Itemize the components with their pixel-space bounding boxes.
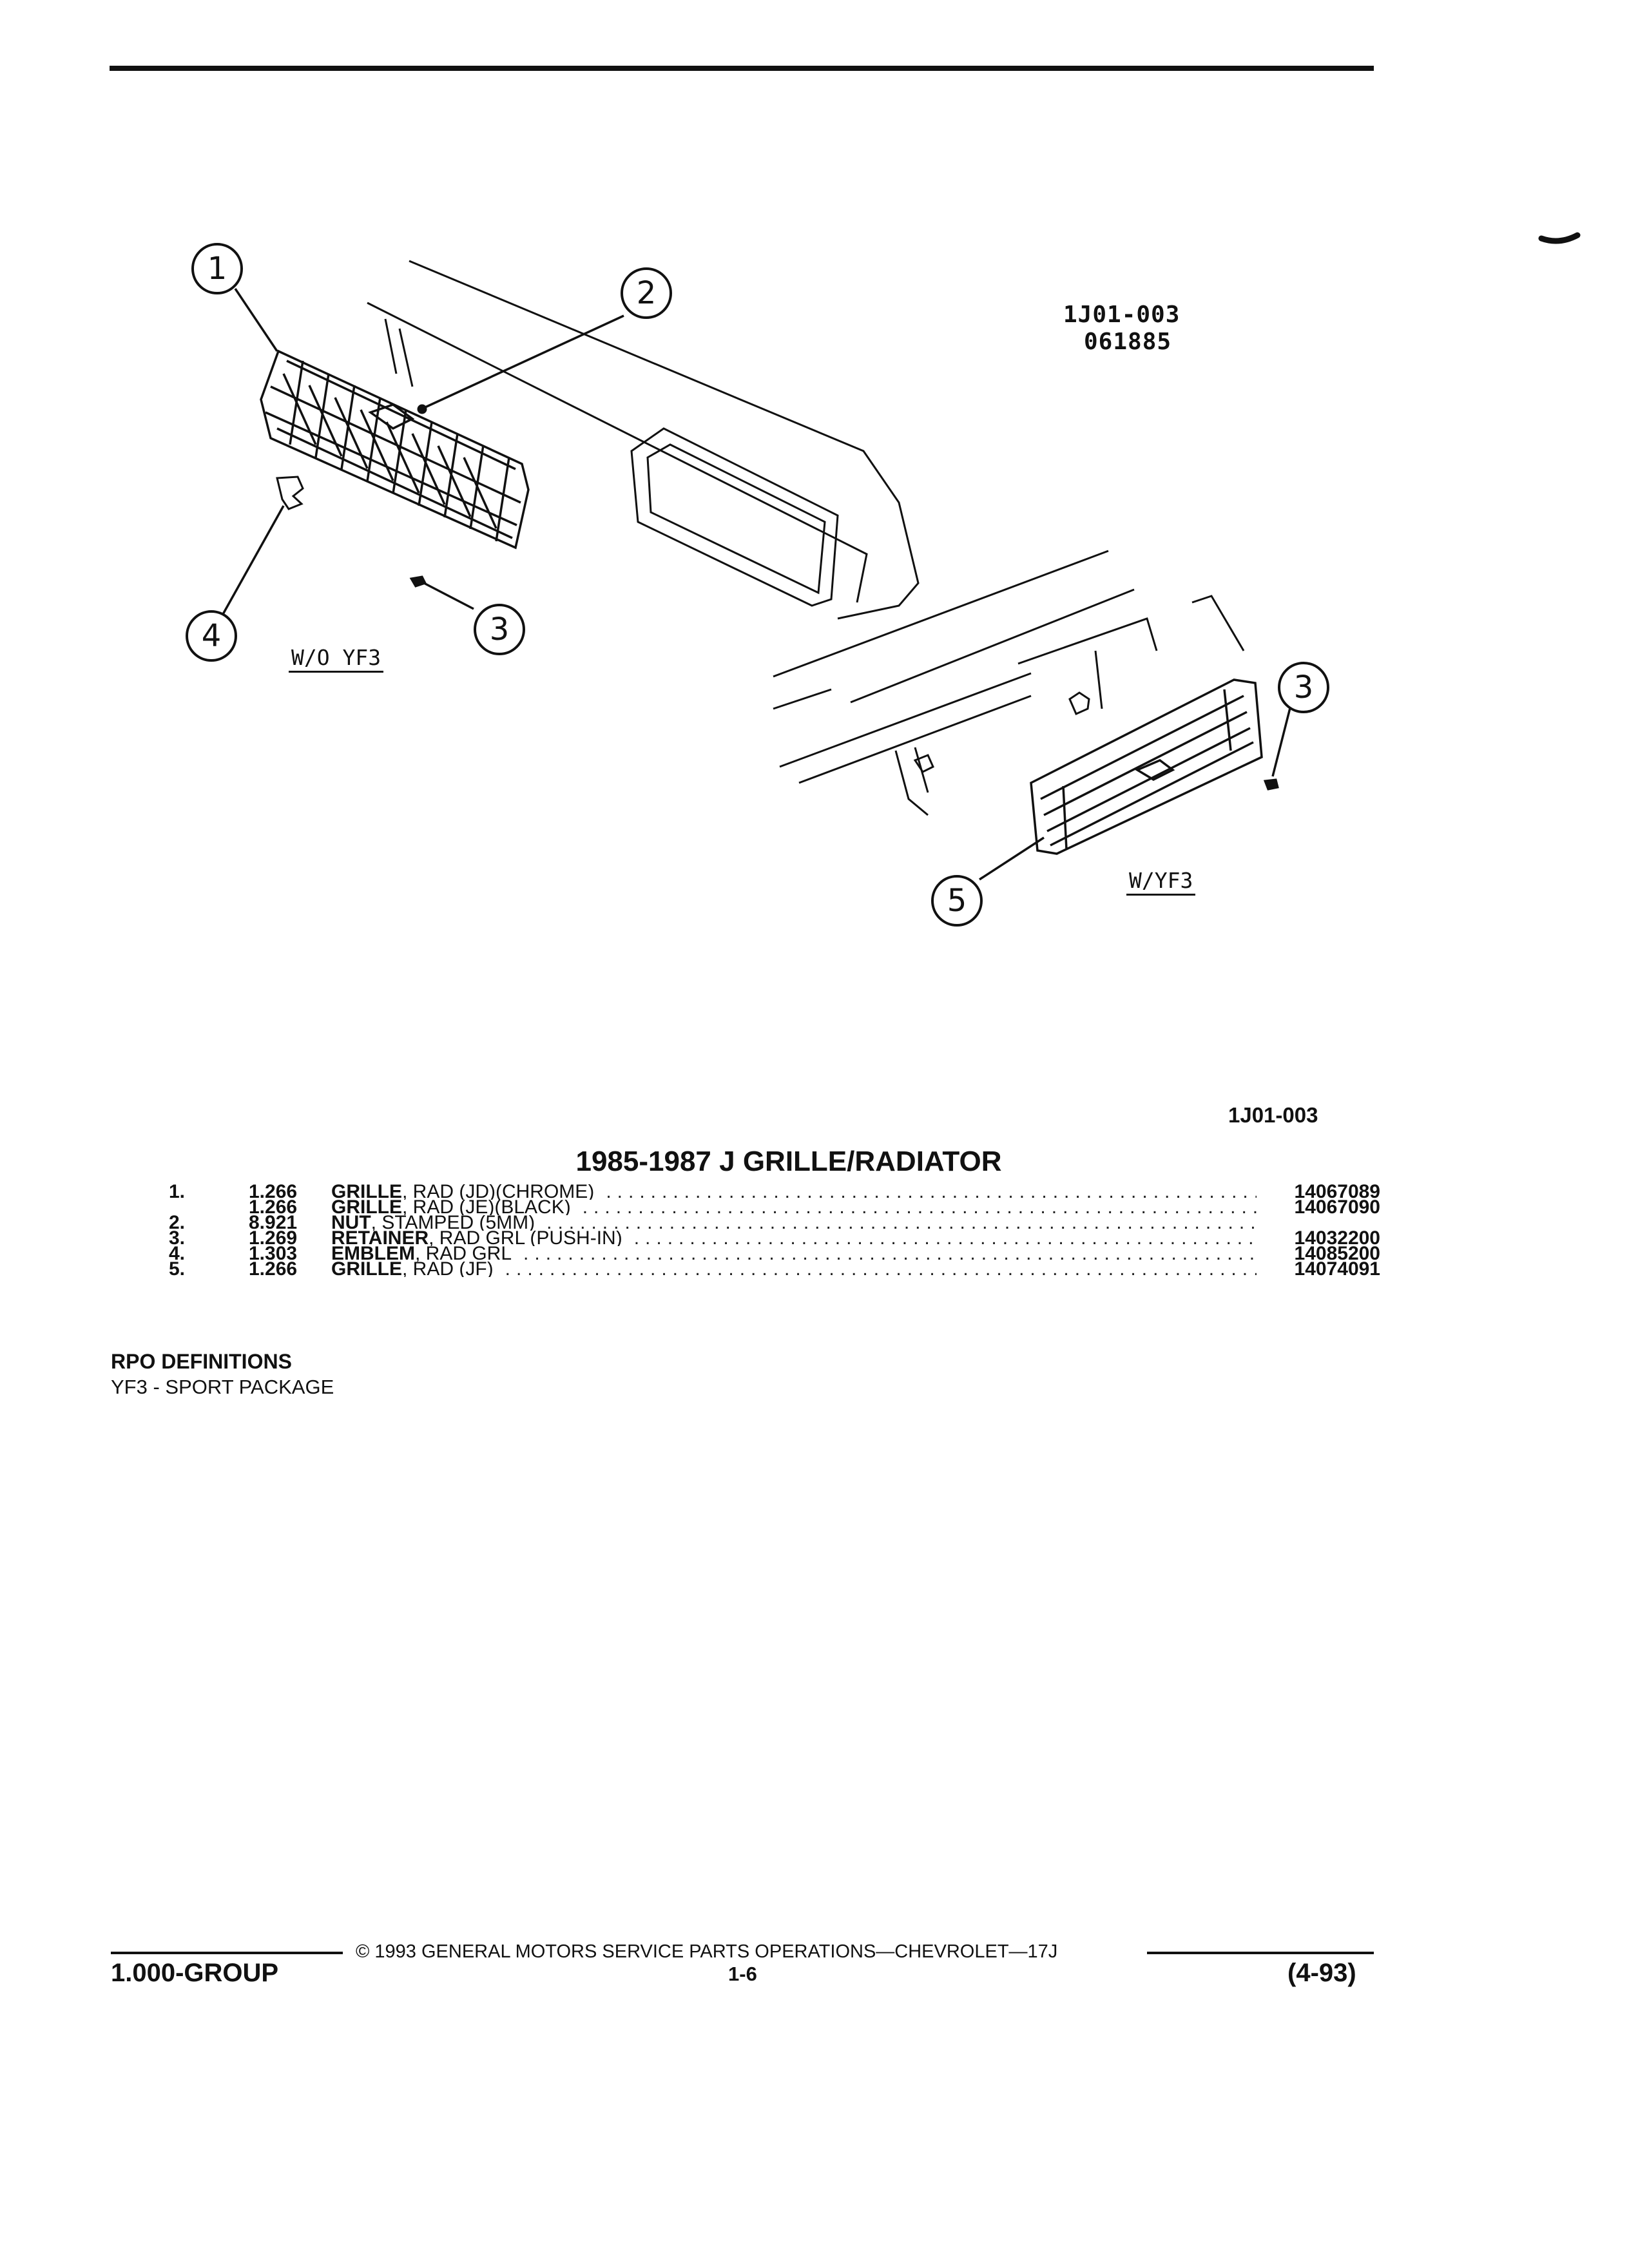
dot-leader: ........................................… xyxy=(582,1200,1257,1215)
grille-sport-louvered xyxy=(1030,678,1263,855)
group-number: 1.269 xyxy=(249,1227,298,1249)
car-body-outline xyxy=(367,260,1245,816)
dot-leader: ........................................… xyxy=(546,1215,1257,1231)
nut-part-icon xyxy=(417,404,427,414)
copyright-notice: © 1993 GENERAL MOTORS SERVICE PARTS OPER… xyxy=(356,1941,1058,1962)
dot-leader: ........................................… xyxy=(633,1231,1257,1246)
svg-text:2: 2 xyxy=(637,275,657,311)
leader-lines xyxy=(221,288,1292,881)
parts-list: 1. 1.266 GRILLE, RAD (JD)(CHROME).......… xyxy=(169,1181,1380,1280)
svg-text:5: 5 xyxy=(947,883,967,919)
emblem-part-icon xyxy=(276,476,304,510)
group-number: 1.266 xyxy=(249,1258,298,1280)
header-rule xyxy=(110,66,1374,71)
footer-rule-right xyxy=(1147,1952,1374,1954)
part-name: RETAINER xyxy=(331,1231,429,1246)
retainer-part-icon-2 xyxy=(1263,778,1279,791)
part-detail: , RAD (JD)(CHROME) xyxy=(402,1184,595,1200)
grille-exploded-diagram: 1 2 3 4 3 5 xyxy=(186,232,1581,927)
part-detail: , RAD (JE)(BLACK) xyxy=(402,1200,571,1215)
dot-leader: ........................................… xyxy=(606,1184,1257,1200)
scan-mark xyxy=(1538,232,1581,244)
part-description: NUT, STAMPED (5MM)......................… xyxy=(331,1215,1266,1231)
illustration-code: 1J01-003 xyxy=(1228,1103,1318,1127)
svg-text:3: 3 xyxy=(490,611,510,648)
part-number: 14032200 xyxy=(1294,1227,1380,1249)
part-number: 14067089 xyxy=(1294,1181,1380,1202)
svg-text:4: 4 xyxy=(202,618,222,654)
illustration-ref-code: 1J01-003 xyxy=(1063,302,1181,328)
item-number: 5. xyxy=(169,1258,186,1280)
part-name: GRILLE xyxy=(331,1262,402,1277)
item-number: 3. xyxy=(169,1227,186,1249)
grille-chrome-crosshatch xyxy=(260,349,530,550)
part-number: 14085200 xyxy=(1294,1243,1380,1264)
part-description: GRILLE, RAD (JE)(BLACK).................… xyxy=(331,1200,1266,1215)
part-detail: , RAD (JF) xyxy=(402,1262,494,1277)
part-detail: , STAMPED (5MM) xyxy=(371,1215,535,1231)
illustration-ref-date: 061885 xyxy=(1084,329,1172,355)
group-number: 1.266 xyxy=(249,1196,298,1218)
group-number: 8.921 xyxy=(249,1212,298,1233)
parts-row: 5. 1.266 GRILLE, RAD (JF)...............… xyxy=(169,1258,1380,1280)
small-parts xyxy=(276,404,1279,791)
callout-4: 4 xyxy=(186,610,237,662)
part-name: NUT xyxy=(331,1215,371,1231)
part-detail: , RAD GRL xyxy=(415,1246,512,1262)
section-title: 1985-1987 J GRILLE/RADIATOR xyxy=(575,1146,1002,1177)
item-number: 4. xyxy=(169,1243,186,1264)
variant-label-without-yf3: W/O YF3 xyxy=(289,647,384,673)
parts-row: 4. 1.303 EMBLEM, RAD GRL................… xyxy=(169,1243,1380,1264)
rpo-definitions-heading: RPO DEFINITIONS xyxy=(111,1350,292,1373)
part-description: EMBLEM, RAD GRL.........................… xyxy=(331,1246,1266,1262)
group-number: 1.303 xyxy=(249,1243,298,1264)
item-number: 1. xyxy=(169,1181,186,1202)
retainer-part-icon xyxy=(409,575,427,588)
svg-text:1: 1 xyxy=(207,251,227,287)
variant-label-with-yf3: W/YF3 xyxy=(1126,870,1196,896)
part-description: RETAINER, RAD GRL (PUSH-IN).............… xyxy=(331,1231,1266,1246)
part-number: 14074091 xyxy=(1294,1258,1380,1280)
footer-rule-left xyxy=(111,1952,343,1954)
svg-text:3: 3 xyxy=(1294,669,1314,706)
callout-3b: 3 xyxy=(1278,662,1329,713)
item-number: 2. xyxy=(169,1212,186,1233)
part-name: EMBLEM xyxy=(331,1246,415,1262)
dot-leader: ........................................… xyxy=(505,1262,1257,1277)
parts-row: 1.266 GRILLE, RAD (JE)(BLACK)...........… xyxy=(169,1196,1380,1218)
revision-date: (4-93) xyxy=(1287,1959,1356,1987)
callout-3: 3 xyxy=(474,604,525,655)
parts-row: 3. 1.269 RETAINER, RAD GRL (PUSH-IN)....… xyxy=(169,1227,1380,1249)
parts-row: 1. 1.266 GRILLE, RAD (JD)(CHROME).......… xyxy=(169,1181,1380,1202)
parts-row: 2. 8.921 NUT, STAMPED (5MM).............… xyxy=(169,1212,1380,1233)
part-number: 14067090 xyxy=(1294,1196,1380,1218)
dot-leader: ........................................… xyxy=(523,1246,1257,1262)
page-number: 1-6 xyxy=(728,1963,757,1985)
callout-1: 1 xyxy=(191,243,243,294)
part-description: GRILLE, RAD (JD)(CHROME)................… xyxy=(331,1184,1266,1200)
callout-2: 2 xyxy=(621,267,672,319)
group-label: 1.000-GROUP xyxy=(111,1959,279,1987)
part-name: GRILLE xyxy=(331,1200,402,1215)
part-name: GRILLE xyxy=(331,1184,402,1200)
part-description: GRILLE, RAD (JF)........................… xyxy=(331,1262,1266,1277)
callout-5: 5 xyxy=(931,875,983,927)
rpo-definition: YF3 - SPORT PACKAGE xyxy=(111,1376,334,1398)
part-detail: , RAD GRL (PUSH-IN) xyxy=(429,1231,622,1246)
group-number: 1.266 xyxy=(249,1181,298,1202)
